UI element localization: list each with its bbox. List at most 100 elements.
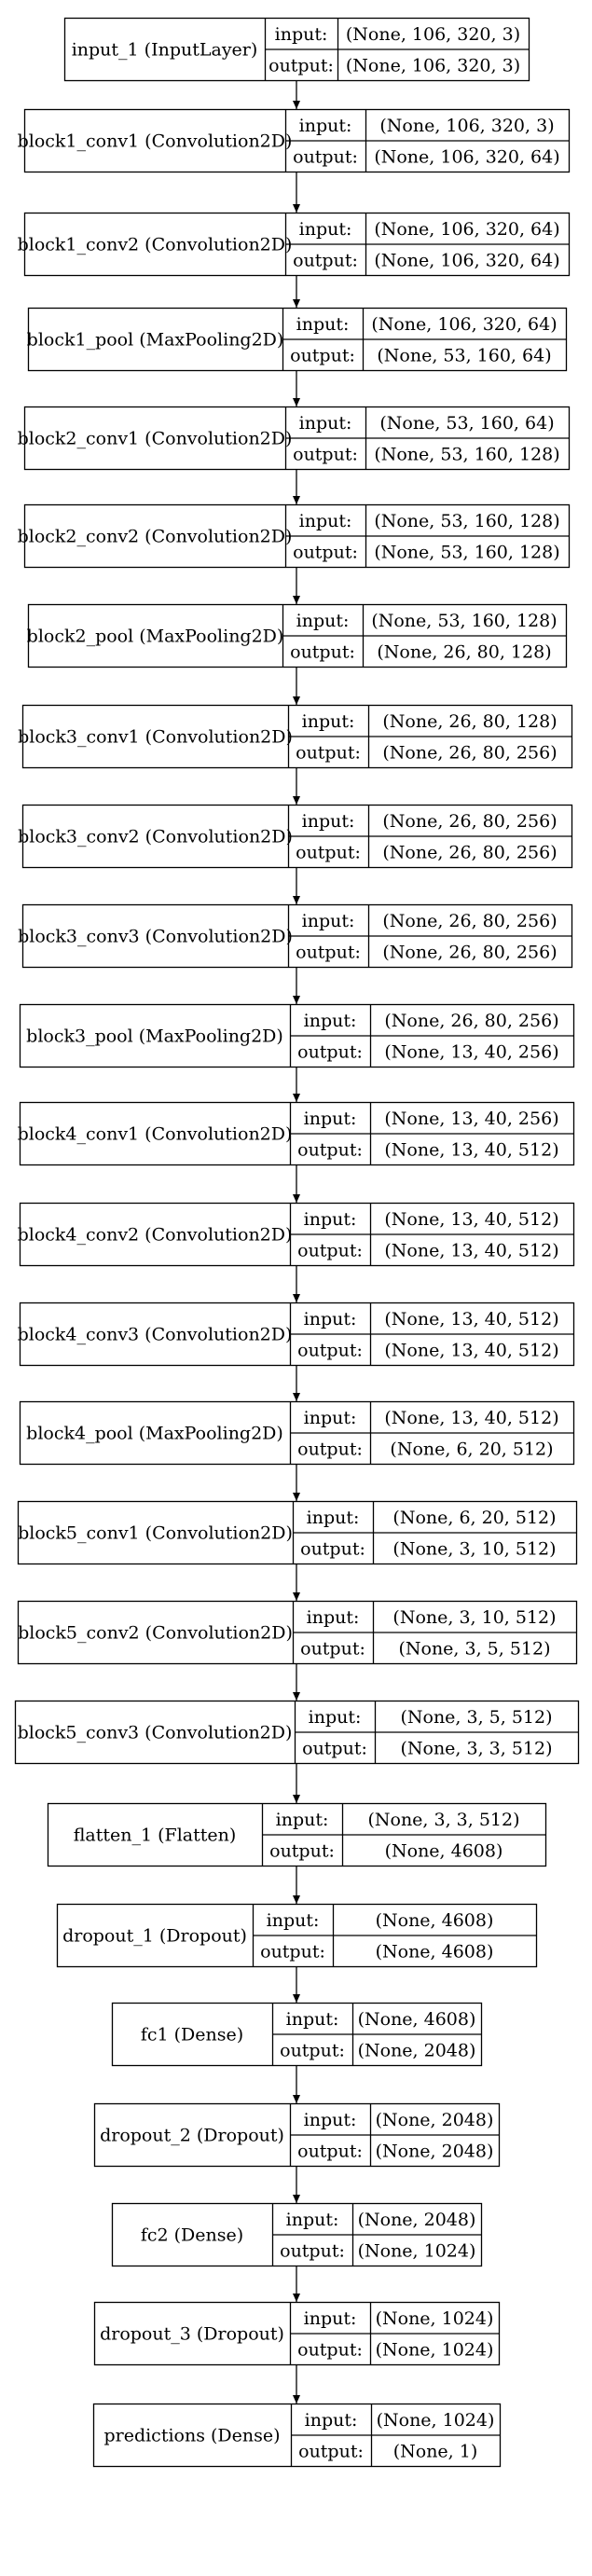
layer-name: input_1 (InputLayer) — [72, 40, 258, 61]
output-label: output: — [296, 742, 361, 763]
input-shape: (None, 106, 320, 3) — [379, 116, 554, 136]
layer-name: dropout_2 (Dropout) — [100, 2126, 284, 2146]
input-label: input: — [286, 2210, 339, 2230]
input-label: input: — [304, 1011, 357, 1031]
layer-node: block2_conv2 (Convolution2D)input:output… — [18, 503, 571, 569]
output-label: output: — [296, 942, 361, 962]
output-shape: (None, 26, 80, 256) — [382, 742, 557, 763]
input-label: input: — [304, 1309, 357, 1329]
output-label: output: — [290, 345, 355, 365]
output-label: output: — [297, 2141, 363, 2161]
input-label: input: — [304, 1408, 357, 1428]
layer-name: block3_conv3 (Convolution2D) — [18, 927, 293, 947]
layer-node: block2_conv1 (Convolution2D)input:output… — [18, 406, 571, 471]
output-shape: (None, 13, 40, 256) — [384, 1041, 558, 1062]
output-label: output: — [280, 2040, 345, 2060]
output-shape: (None, 1024) — [376, 2339, 494, 2360]
input-shape: (None, 3, 10, 512) — [392, 1607, 556, 1628]
layer-node: fc2 (Dense)input:output:(None, 2048)(Non… — [111, 2202, 483, 2267]
input-label: input: — [304, 2308, 357, 2329]
input-label: input: — [307, 1508, 360, 1528]
layer-node: block4_conv1 (Convolution2D)input:output… — [18, 1101, 575, 1166]
layer-name: block5_conv3 (Convolution2D) — [18, 1723, 293, 1743]
output-shape: (None, 3, 3, 512) — [400, 1738, 552, 1758]
input-label: input: — [276, 1810, 329, 1830]
output-shape: (None, 53, 160, 128) — [374, 444, 559, 464]
layer-node: block4_pool (MaxPooling2D) input: output: (… — [19, 1400, 575, 1466]
layer-node: block3_pool (MaxPooling2D)input:output:(… — [19, 1003, 575, 1068]
input-label: input: — [304, 1109, 357, 1129]
output-label: output: — [300, 1538, 365, 1559]
layer-node: block1_conv2 (Convolution2D)input:output… — [18, 212, 571, 277]
input-label: input: — [299, 413, 352, 434]
layer-name: block4_pool (MaxPooling2D) — [26, 1424, 283, 1444]
input-shape: (None, 13, 40, 512) — [384, 1309, 558, 1329]
layer-node: block4_conv3 (Convolution2D)input:output… — [18, 1302, 575, 1367]
output-label: output: — [269, 1840, 335, 1861]
input-label: input: — [299, 219, 352, 240]
output-shape: (None, 106, 320, 3) — [346, 55, 520, 76]
output-label: output: — [297, 1439, 363, 1459]
output-shape: (None, 106, 320, 64) — [374, 146, 559, 167]
layer-node: dropout_1 (Dropout)input:output:(None, 4… — [56, 1903, 538, 1968]
layer-name: fc2 (Dense) — [141, 2225, 243, 2246]
input-shape: (None, 106, 320, 64) — [371, 314, 557, 335]
input-label: input: — [296, 314, 350, 335]
layer-name: block4_conv1 (Convolution2D) — [18, 1124, 293, 1145]
input-shape: (None, 53, 160, 64) — [379, 413, 554, 434]
input-shape: (None, 26, 80, 128) — [382, 711, 557, 732]
input-shape: (None, 2048) — [358, 2210, 476, 2230]
output-shape: (None, 13, 40, 512) — [384, 1240, 558, 1260]
layer-nodes: input_1 (InputLayer) input: output: (None, … — [14, 17, 580, 2468]
input-shape: (None, 106, 320, 64) — [374, 219, 559, 240]
layer-node: block3_conv2 (Convolution2D)input:output… — [18, 804, 573, 869]
input-shape: (None, 13, 40, 256) — [384, 1109, 558, 1129]
output-shape: (None, 26, 80, 128) — [377, 641, 551, 662]
output-label: output: — [297, 1240, 363, 1260]
input-label: input: — [302, 811, 355, 832]
layer-node: block5_conv1 (Convolution2D) input: output… — [17, 1500, 578, 1565]
input-shape: (None, 53, 160, 128) — [371, 611, 557, 631]
input-label: input: — [275, 24, 328, 45]
layer-name: predictions (Dense) — [103, 2426, 280, 2446]
input-label: input: — [296, 611, 350, 631]
output-label: output: — [268, 55, 334, 76]
input-shape: (None, 4608) — [358, 2009, 476, 2030]
output-label: output: — [293, 444, 358, 464]
input-shape: (None, 6, 20, 512) — [392, 1508, 556, 1528]
output-shape: (None, 4608) — [376, 1941, 494, 1962]
layer-node: block4_conv2 (Convolution2D)input:output… — [18, 1202, 575, 1267]
layer-node: flatten_1 (Flatten)input:output:(None, 3… — [47, 1802, 547, 1867]
layer-name: block1_pool (MaxPooling2D) — [27, 330, 284, 351]
layer-node: block3_conv3 (Convolution2D)input:output… — [18, 903, 573, 969]
output-shape: (None, 53, 160, 128) — [374, 542, 559, 562]
layer-name: block3_conv1 (Convolution2D) — [18, 727, 293, 748]
input-shape: (None, 4608) — [376, 1910, 494, 1931]
input-shape: (None, 13, 40, 512) — [384, 1408, 558, 1428]
input-shape: (None, 3, 5, 512) — [400, 1707, 552, 1728]
output-label: output: — [260, 1941, 325, 1962]
input-shape: (None, 13, 40, 512) — [384, 1209, 558, 1230]
input-label: input: — [307, 1607, 360, 1628]
input-shape: (None, 2048) — [376, 2110, 494, 2130]
output-label: output: — [297, 2339, 363, 2360]
layer-node: block5_conv3 (Convolution2D)input:output… — [14, 1700, 580, 1765]
output-label: output: — [297, 1340, 363, 1360]
layer-name: block5_conv1 (Convolution2D) — [18, 1523, 293, 1544]
output-shape: (None, 3, 5, 512) — [398, 1638, 550, 1659]
layer-name: block5_conv2 (Convolution2D) — [18, 1623, 293, 1644]
output-shape: (None, 1) — [393, 2441, 478, 2461]
input-shape: (None, 26, 80, 256) — [382, 911, 557, 931]
output-shape: (None, 26, 80, 256) — [382, 942, 557, 962]
input-shape: (None, 1024) — [377, 2410, 495, 2431]
output-shape: (None, 2048) — [376, 2141, 494, 2161]
input-label: input: — [304, 2110, 357, 2130]
output-label: output: — [296, 842, 361, 862]
layer-node: block1_pool (MaxPooling2D) input: output: (… — [27, 307, 568, 372]
input-shape: (None, 26, 80, 256) — [382, 811, 557, 832]
output-label: output: — [293, 250, 358, 270]
input-shape: (None, 26, 80, 256) — [384, 1011, 558, 1031]
output-shape: (None, 53, 160, 64) — [377, 345, 551, 365]
layer-name: block2_conv2 (Convolution2D) — [18, 527, 293, 547]
